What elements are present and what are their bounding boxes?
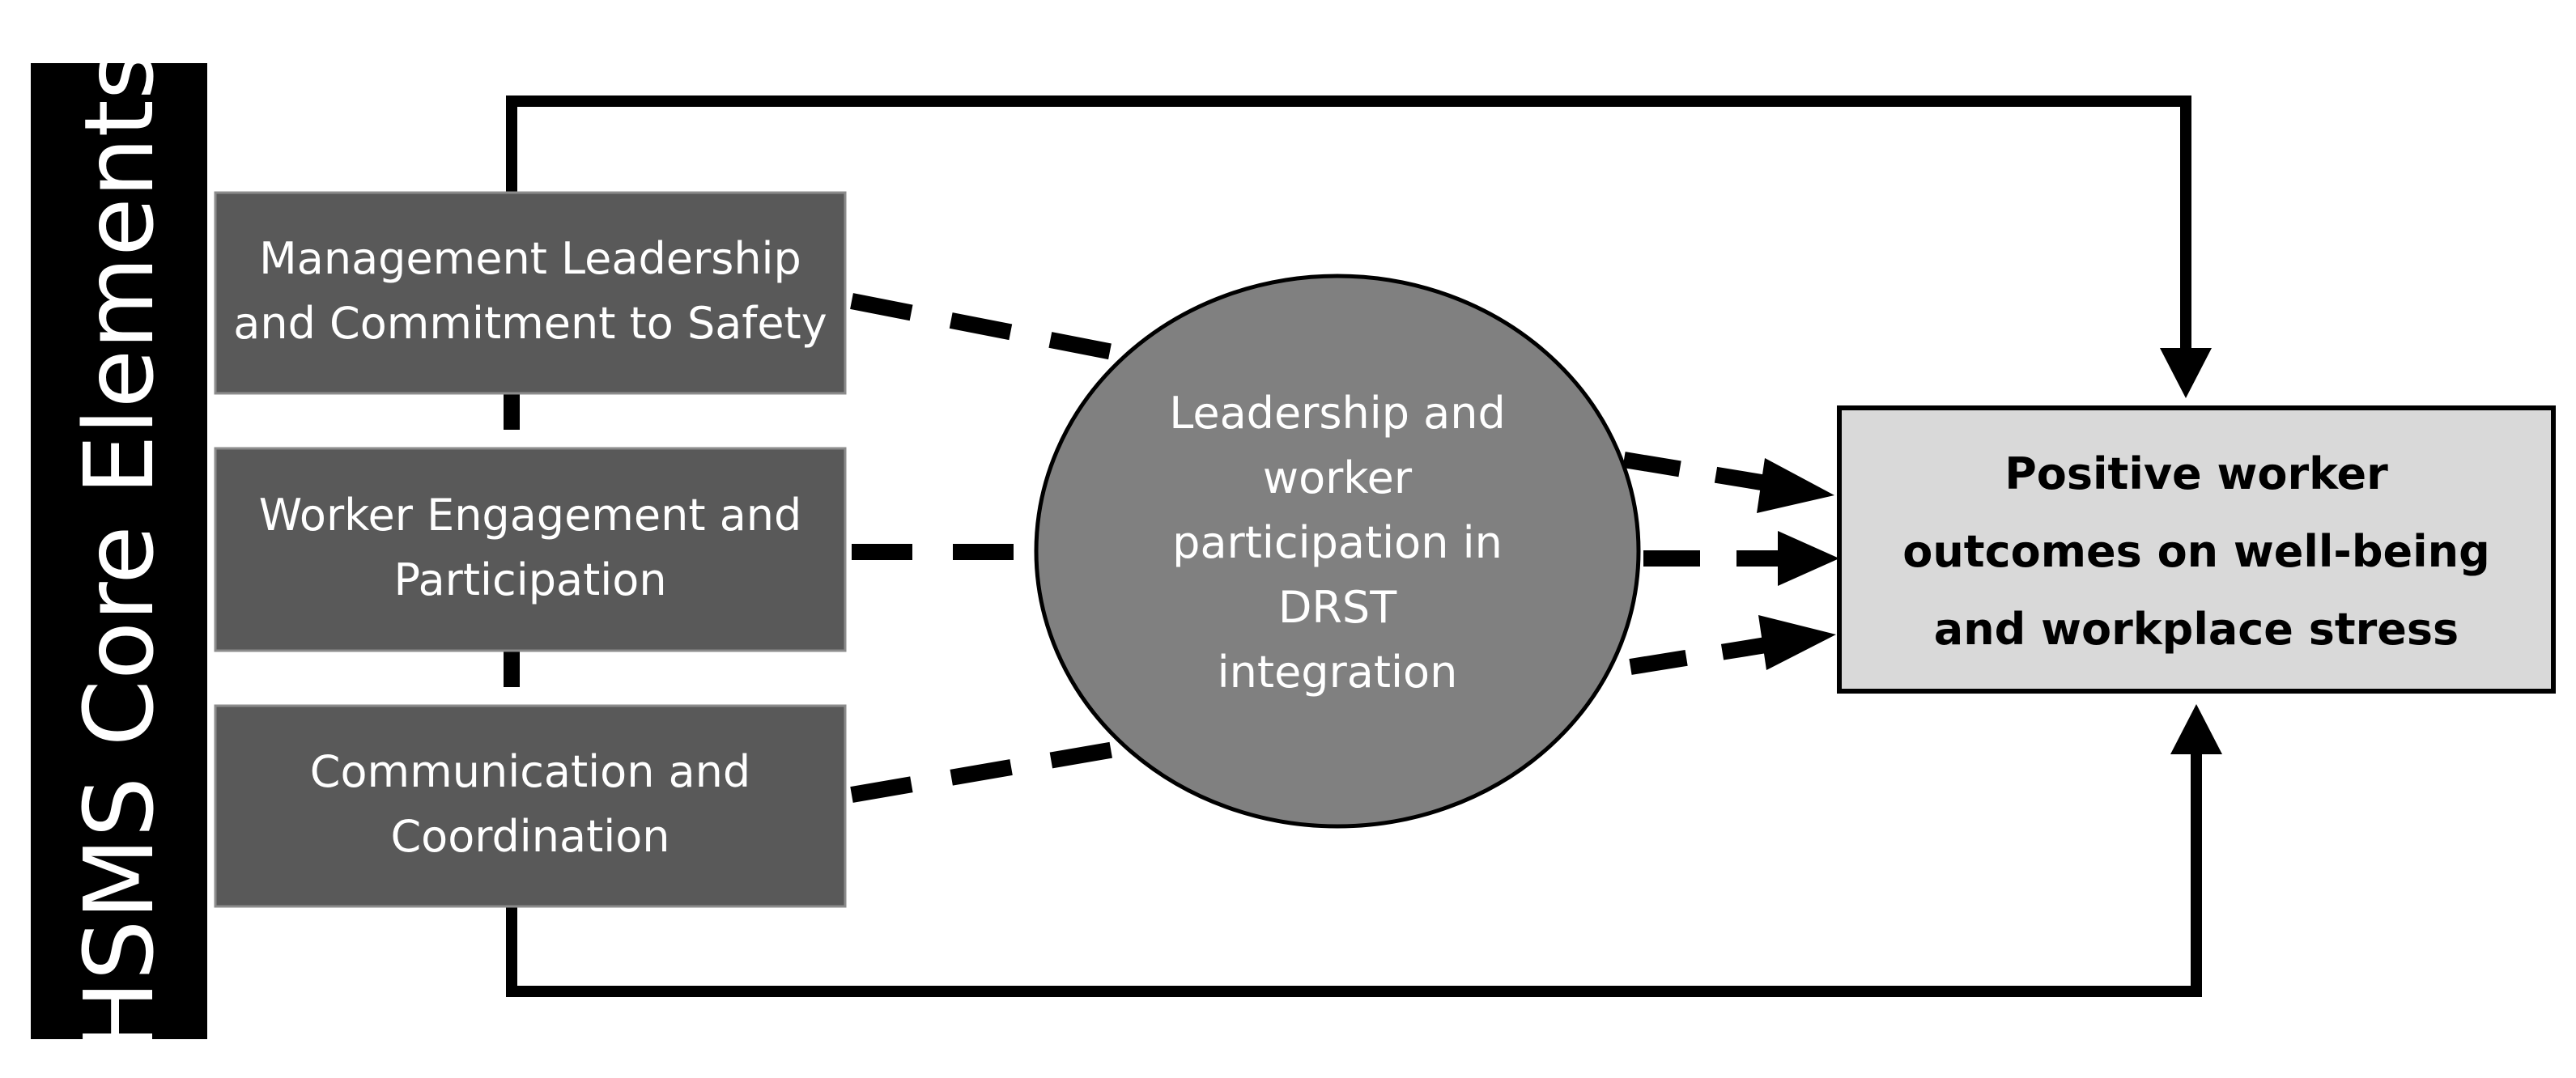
mediator: Leadership and worker participation in D… (1034, 274, 1641, 829)
core-box-2-line-1: Worker Engagement and (259, 490, 802, 541)
mediator-line-1: Leadership and (1169, 388, 1506, 439)
dashed-arrow-mediator-to-outcome-top (1622, 452, 1783, 494)
core-box-1 (214, 191, 847, 395)
dashed-arrow-middle-head (1778, 531, 1839, 586)
outcome-box (1837, 405, 2556, 694)
outcome-line-1: Positive worker (2004, 448, 2388, 499)
outcome-line-3: and workplace stress (1934, 604, 2459, 655)
bottom-direct-arrowhead (2170, 704, 2222, 754)
dashed-arrow-bottom-head (1758, 615, 1836, 670)
core-element-engagement: Worker Engagement and Participation (214, 447, 847, 652)
core-box-3 (214, 704, 847, 908)
dashed-link-communication-to-mediator (850, 738, 1135, 803)
dashed-link-management-to-mediator (850, 293, 1135, 364)
side-title-background (31, 63, 207, 1039)
core-box-3-line-2: Coordination (390, 811, 670, 862)
mediator-line-3: participation in (1172, 517, 1503, 568)
core-box-2-line-2: Participation (393, 554, 666, 605)
mediator-line-5: integration (1218, 647, 1458, 698)
core-box-3-line-1: Communication and (310, 746, 750, 797)
side-title: HSMS Core Elements (63, 50, 175, 1052)
outcome-line-2: outcomes on well-being (1902, 526, 2489, 577)
dashed-arrow-mediator-to-outcome-bottom (1629, 634, 1783, 675)
mediator-ellipse (1034, 274, 1641, 829)
core-box-2 (214, 447, 847, 652)
mediator-line-4: DRST (1278, 582, 1397, 633)
core-box-1-line-1: Management Leadership (259, 233, 801, 284)
top-direct-arrowhead (2160, 348, 2212, 398)
core-element-communication: Communication and Coordination (214, 704, 847, 908)
core-element-management: Management Leadership and Commitment to … (214, 191, 847, 395)
outcome: Positive worker outcomes on well-being a… (1837, 405, 2556, 694)
core-box-1-line-2: and Commitment to Safety (233, 298, 827, 349)
mediator-line-2: worker (1263, 452, 1413, 503)
dashed-arrow-top-head (1757, 458, 1834, 513)
top-direct-path (506, 95, 2191, 356)
bottom-direct-path (506, 745, 2202, 997)
